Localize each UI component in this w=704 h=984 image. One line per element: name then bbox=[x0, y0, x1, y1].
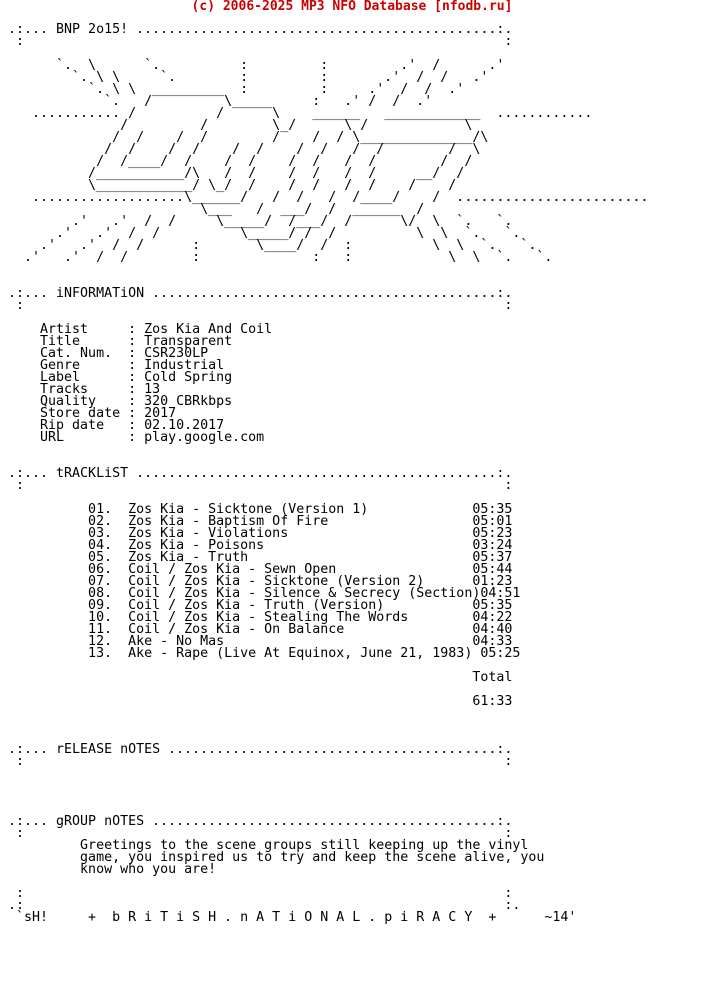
nfo-line: 03. Zos Kia - Violations 05:23 bbox=[0, 526, 513, 541]
nfo-line: 08. Coil / Zos Kia - Silence & Secrecy (… bbox=[0, 586, 521, 601]
nfo-line: .: :. bbox=[0, 898, 521, 913]
nfo-line: ........... / / \ ______ ____________ ..… bbox=[0, 106, 593, 121]
nfo-line: Artist : Zos Kia And Coil bbox=[0, 322, 273, 337]
nfo-line: .:... tRACKLiST ........................… bbox=[0, 466, 513, 481]
nfo-line: \____________/ \_/ / / / / / / / bbox=[0, 178, 457, 193]
nfo-line: Greetings to the scene groups still keep… bbox=[0, 838, 529, 853]
nfo-line: 06. Coil / Zos Kia - Sewn Open 05:44 bbox=[0, 562, 513, 577]
nfo-line: `. \ `. : : .' / .' bbox=[0, 58, 505, 73]
nfo-line: 10. Coil / Zos Kia - Stealing The Words … bbox=[0, 610, 513, 625]
nfo-line: 11. Coil / Zos Kia - On Balance 04:40 bbox=[0, 622, 513, 637]
nfo-line: 01. Zos Kia - Sicktone (Version 1) 05:35 bbox=[0, 502, 513, 517]
nfo-line: Tracks : 13 bbox=[0, 382, 161, 397]
nfo-line: .' .' / / \_____/ /___/ / \/ \ `. `. bbox=[0, 214, 513, 229]
nfo-line: .:... BNP 2o15! ........................… bbox=[0, 22, 513, 37]
nfo-line: Quality : 320 CBRkbps bbox=[0, 394, 233, 409]
nfo-line: .:... rELEASE nOTES ....................… bbox=[0, 742, 513, 757]
nfo-line: `. \ \ `. : : .' / / .' bbox=[0, 70, 489, 85]
nfo-line: Store date : 2017 bbox=[0, 406, 177, 421]
nfo-line: / / \_/ \ / \ bbox=[0, 118, 473, 133]
nfo-line: game, you inspired us to try and keep th… bbox=[0, 850, 545, 865]
nfo-text: .:... BNP 2o15! ........................… bbox=[0, 12, 648, 924]
nfo-line: Total bbox=[0, 670, 513, 685]
nfo-line: /___________/\ / / / / / / __/ / bbox=[0, 166, 465, 181]
nfo-line: : : bbox=[0, 826, 513, 841]
nfo-line: .' .' / / : \____/ / : \ \ `. `. bbox=[0, 238, 537, 253]
nfo-line: ...................\______/ / / / /____/… bbox=[0, 190, 649, 205]
nfo-line: / / / / / / / / / / / \ bbox=[0, 142, 481, 157]
nfo-line: .:... iNFORMATiON ......................… bbox=[0, 286, 513, 301]
nfo-line: \___ / ___/ / ______ / bbox=[0, 202, 425, 217]
nfo-line: .' .' / / : : : \ \ `. `. bbox=[0, 250, 553, 265]
nfo-line: .:... gROUP nOTES ......................… bbox=[0, 814, 513, 829]
nfo-line: 12. Ake - No Mas 04:33 bbox=[0, 634, 513, 649]
nfo-line: .' .' / / \_____/ / / \ \ `. `. bbox=[0, 226, 521, 241]
nfo-line: 61:33 bbox=[0, 694, 513, 709]
nfo-line: 02. Zos Kia - Baptism Of Fire 05:01 bbox=[0, 514, 513, 529]
nfo-line: Genre : Industrial bbox=[0, 358, 225, 373]
nfo-line: URL : play.google.com bbox=[0, 430, 265, 445]
nfo-line: `. / \_____ : .' / / .' bbox=[0, 94, 433, 109]
nfodb-header: (c) 2006-2025 MP3 NFO Database [nfodb.ru… bbox=[191, 0, 513, 14]
nfo-line: `. \ \ _________ : : .' / / .' bbox=[0, 82, 465, 97]
nfo-line: : : bbox=[0, 298, 513, 313]
nfo-line: know who you are! bbox=[0, 862, 217, 877]
nfo-line: 13. Ake - Rape (Live At Equinox, June 21… bbox=[0, 646, 521, 661]
nfo-line: Title : Transparent bbox=[0, 334, 233, 349]
nfo-line: : : bbox=[0, 754, 513, 769]
nfo-line: Cat. Num. : CSR230LP bbox=[0, 346, 209, 361]
nfo-line: 05. Zos Kia - Truth 05:37 bbox=[0, 550, 513, 565]
nfo-line: / /____/ / / / / / / / / / bbox=[0, 154, 473, 169]
nfo-line: : : bbox=[0, 886, 513, 901]
nfo-line: : : bbox=[0, 478, 513, 493]
nfo-line: Label : Cold Spring bbox=[0, 370, 233, 385]
nfo-line: `sH! + b R i T i S H . n A T i O N A L .… bbox=[0, 910, 577, 925]
nfo-line: 09. Coil / Zos Kia - Truth (Version) 05:… bbox=[0, 598, 513, 613]
nfo-line: 07. Coil / Zos Kia - Sicktone (Version 2… bbox=[0, 574, 513, 589]
nfo-line: : : bbox=[0, 34, 513, 49]
nfo-line: 04. Zos Kia - Poisons 03:24 bbox=[0, 538, 513, 553]
nfo-line: / / / / / / / \______________/\ bbox=[0, 130, 489, 145]
nfo-line: Rip date : 02.10.2017 bbox=[0, 418, 225, 433]
